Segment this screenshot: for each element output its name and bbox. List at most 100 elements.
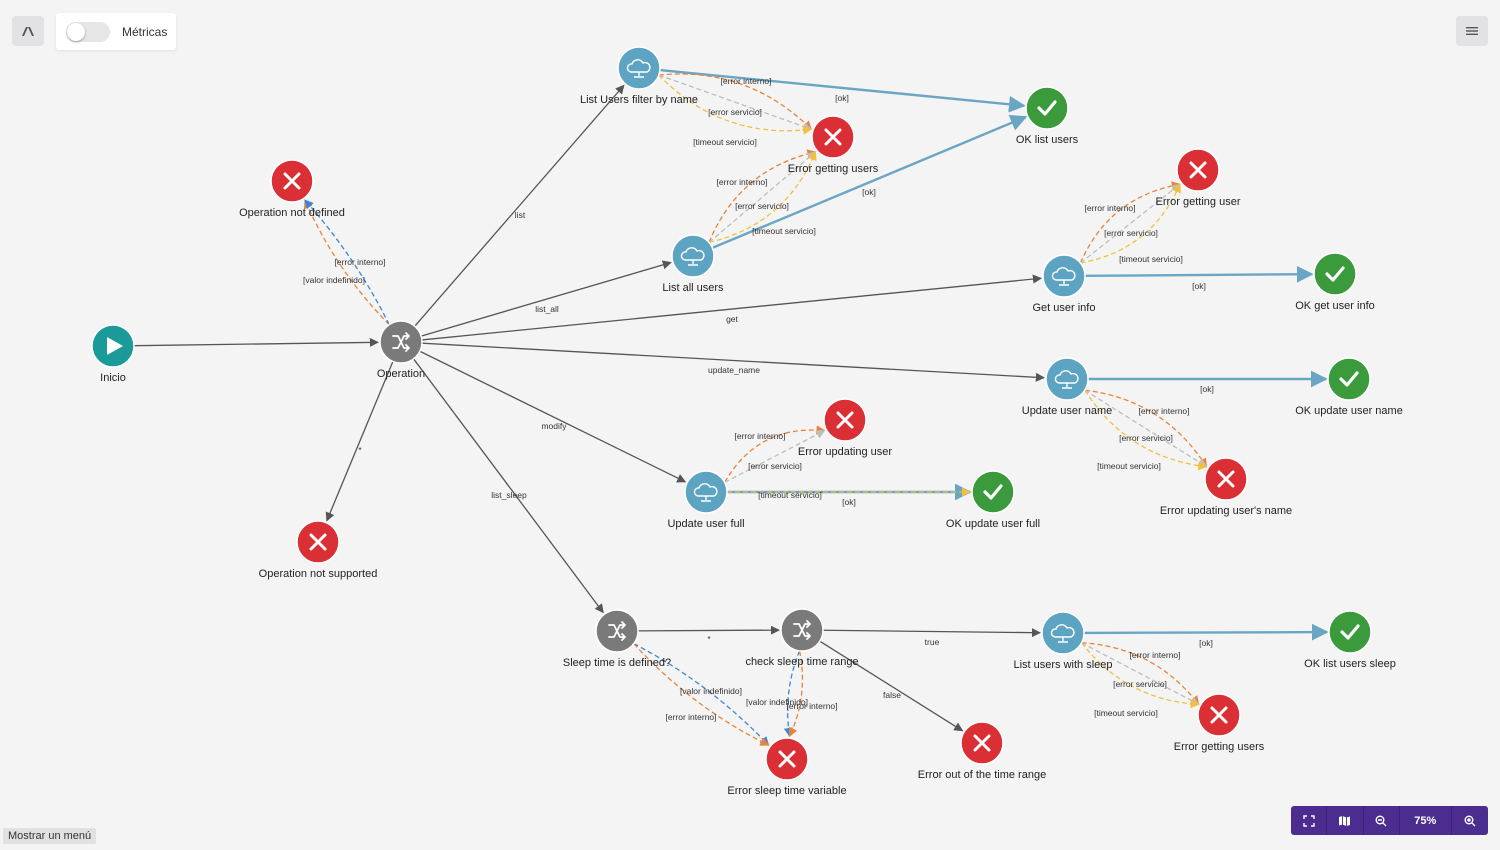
edge-operation-to-op_not_defined-error_internal[interactable] xyxy=(303,199,390,326)
node-list-sleep[interactable]: List users with sleep xyxy=(1013,611,1113,671)
node-label: OK list users sleep xyxy=(1304,658,1396,670)
edge-label: * xyxy=(358,445,362,455)
shuffle-icon xyxy=(392,332,410,352)
edge-operation-to-get_user_info-normal[interactable] xyxy=(421,274,1043,341)
edge-list_filter-to-err_get_users_1-error_service[interactable] xyxy=(658,74,813,131)
edge-check_range-to-err_sleep_var-error_internal[interactable] xyxy=(788,650,804,737)
edge-list_all-to-ok_list_users-ok[interactable] xyxy=(711,114,1028,250)
edge-label: [error servicio] xyxy=(735,201,789,211)
edge-operation-to-sleep_defined-normal[interactable] xyxy=(413,358,604,614)
node-inicio[interactable]: Inicio xyxy=(91,324,135,384)
minimap-button[interactable] xyxy=(1327,806,1364,835)
ok-node-circle xyxy=(1328,610,1372,654)
edge-check_range-to-err_sleep_var-undefined[interactable] xyxy=(783,650,801,738)
menu-button[interactable] xyxy=(1456,16,1488,46)
edge-operation-to-op_not_defined-undefined[interactable] xyxy=(304,199,390,325)
node-get-user-info[interactable]: Get user info xyxy=(1033,254,1096,314)
edge-list_all-to-err_get_users_1-error_service[interactable] xyxy=(708,151,817,243)
edge-update_name-to-err_update_name-error_internal[interactable] xyxy=(1084,389,1208,468)
node-err-get-users-1[interactable]: Error getting users xyxy=(788,115,879,175)
node-ok-list-users[interactable]: OK list users xyxy=(1016,86,1079,146)
node-ok-list-sleep[interactable]: OK list users sleep xyxy=(1304,610,1396,670)
node-operation[interactable]: Operation xyxy=(377,320,425,380)
edge-update_name-to-err_update_name-timeout[interactable] xyxy=(1084,389,1208,471)
edge-check_range-to-list_sleep-normal[interactable] xyxy=(822,628,1041,638)
close-icon xyxy=(1217,470,1235,488)
zoom-out-icon xyxy=(1375,815,1387,826)
edge-sleep_defined-to-err_sleep_var-undefined[interactable] xyxy=(633,643,770,746)
edge-update_full-to-err_update_user-error_internal[interactable] xyxy=(724,425,826,483)
node-label: OK get user info xyxy=(1295,300,1375,312)
node-check-range[interactable]: check sleep time range xyxy=(745,608,859,668)
edge-get_user_info-to-ok_get_user_info-ok[interactable] xyxy=(1084,265,1314,283)
node-list-all[interactable]: List all users xyxy=(662,234,724,294)
node-label: Operation xyxy=(377,368,425,380)
metrics-panel: Métricas xyxy=(56,13,176,50)
edge-label: [error interno] xyxy=(334,257,385,267)
node-err-get-user[interactable]: Error getting user xyxy=(1156,148,1241,208)
edge-check_range-to-err_out_range-normal[interactable] xyxy=(819,640,964,732)
node-ok-update-name[interactable]: OK update user name xyxy=(1295,357,1403,417)
edge-operation-to-list_all-normal[interactable] xyxy=(420,260,672,337)
check-icon xyxy=(1339,371,1359,387)
edge-operation-to-op_not_supported-normal[interactable] xyxy=(325,361,394,522)
node-label: Error getting users xyxy=(1174,741,1265,753)
fullscreen-button[interactable] xyxy=(1291,806,1328,835)
edge-operation-to-list_filter-normal[interactable] xyxy=(414,84,625,327)
edge-get_user_info-to-err_get_user-error_service[interactable] xyxy=(1080,183,1181,264)
edge-label: [error interno] xyxy=(1129,650,1180,660)
edge-list_filter-to-err_get_users_1-error_internal[interactable] xyxy=(658,73,812,130)
edge-label: [error interno] xyxy=(786,701,837,711)
edge-list_filter-to-ok_list_users-ok[interactable] xyxy=(659,68,1026,113)
node-err-get-users-2[interactable]: Error getting users xyxy=(1174,693,1265,753)
node-op-not-supported[interactable]: Operation not supported xyxy=(259,520,378,580)
node-label: Error updating user's name xyxy=(1160,505,1292,517)
collapse-button[interactable] xyxy=(12,16,44,46)
edge-label: [ok] xyxy=(835,93,849,103)
edge-update_name-to-err_update_name-error_service[interactable] xyxy=(1084,389,1208,468)
edge-list_sleep-to-err_get_users_2-timeout[interactable] xyxy=(1081,642,1200,709)
edge-label: list_all xyxy=(535,304,559,314)
node-err-out-range[interactable]: Error out of the time range xyxy=(918,721,1046,781)
edge-label: [timeout servicio] xyxy=(758,490,822,500)
node-update-full[interactable]: Update user full xyxy=(667,470,745,530)
close-icon xyxy=(309,533,327,551)
shuffle-icon xyxy=(793,620,811,640)
node-op-not-defined[interactable]: Operation not defined xyxy=(239,159,345,219)
edge-list_filter-to-err_get_users_1-timeout[interactable] xyxy=(658,74,813,135)
node-list-filter[interactable]: List Users filter by name xyxy=(580,46,698,106)
node-ok-get-user-info[interactable]: OK get user info xyxy=(1295,252,1375,312)
shuffle-icon xyxy=(608,621,626,641)
edge-inicio-to-operation-normal[interactable] xyxy=(133,337,379,347)
show-menu-button[interactable]: Mostrar un menú xyxy=(3,828,97,844)
map-icon xyxy=(1339,815,1351,826)
edge-sleep_defined-to-err_sleep_var-error_internal[interactable] xyxy=(633,643,770,746)
edge-list_all-to-err_get_users_1-error_internal[interactable] xyxy=(708,149,817,243)
edge-operation-to-update_name-normal[interactable] xyxy=(421,342,1045,382)
metrics-toggle[interactable] xyxy=(66,21,110,42)
node-err-sleep-var[interactable]: Error sleep time variable xyxy=(727,737,847,797)
node-ok-update-full[interactable]: OK update user full xyxy=(946,470,1040,530)
node-err-update-name[interactable]: Error updating user's name xyxy=(1160,457,1292,517)
edge-label: [valor indefinido] xyxy=(746,697,808,707)
edge-update_full-to-err_update_user-error_service[interactable] xyxy=(724,430,826,483)
edge-list_sleep-to-ok_list_sleep-ok[interactable] xyxy=(1083,623,1329,641)
zoom-out-button[interactable] xyxy=(1364,806,1400,835)
edge-list_sleep-to-err_get_users_2-error_internal[interactable] xyxy=(1081,642,1200,706)
ok-node-circle xyxy=(1313,252,1357,296)
edge-list_all-to-err_get_users_1-timeout[interactable] xyxy=(708,151,817,244)
node-sleep-defined[interactable]: Sleep time is defined? xyxy=(563,609,671,669)
node-err-update-user[interactable]: Error updating user xyxy=(798,398,892,458)
zoom-in-button[interactable] xyxy=(1452,806,1488,835)
edge-label: [timeout servicio] xyxy=(1119,254,1183,264)
edge-list_sleep-to-err_get_users_2-error_service[interactable] xyxy=(1081,642,1200,705)
edge-label: [error interno] xyxy=(1084,203,1135,213)
edge-get_user_info-to-err_get_user-timeout[interactable] xyxy=(1080,183,1181,264)
edge-get_user_info-to-err_get_user-error_internal[interactable] xyxy=(1079,181,1181,264)
edge-operation-to-update_full-normal[interactable] xyxy=(419,350,687,483)
edge-label: [ok] xyxy=(862,187,876,197)
edge-label: [valor indefinido] xyxy=(680,686,742,696)
check-icon xyxy=(1037,100,1057,116)
node-update-name[interactable]: Update user name xyxy=(1022,357,1113,417)
edge-sleep_defined-to-check_range-normal[interactable] xyxy=(637,625,780,635)
